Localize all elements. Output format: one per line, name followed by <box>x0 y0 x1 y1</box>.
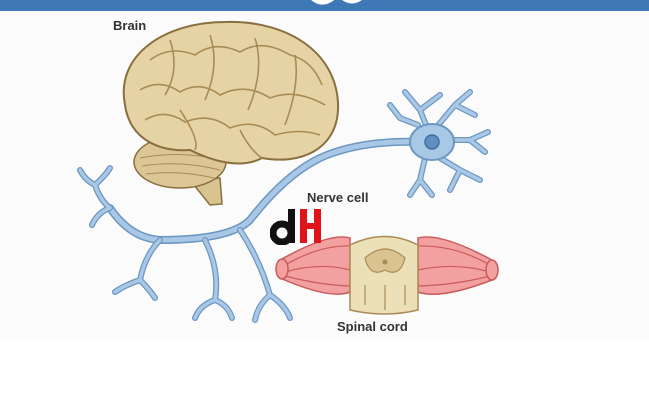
label-brain: Brain <box>113 18 147 33</box>
label-spinal-cord: Spinal cord <box>337 319 408 334</box>
banner-glyph-fragment <box>311 0 362 5</box>
top-banner <box>0 0 649 11</box>
brain-illustration <box>122 20 340 206</box>
nerve-fiber <box>77 137 424 323</box>
dh-logo <box>270 209 321 245</box>
blank-area <box>0 341 649 414</box>
label-nerve-cell: Nerve cell <box>307 190 369 205</box>
spinal-cord-illustration <box>275 235 499 315</box>
neuron-cell-body <box>387 89 491 198</box>
